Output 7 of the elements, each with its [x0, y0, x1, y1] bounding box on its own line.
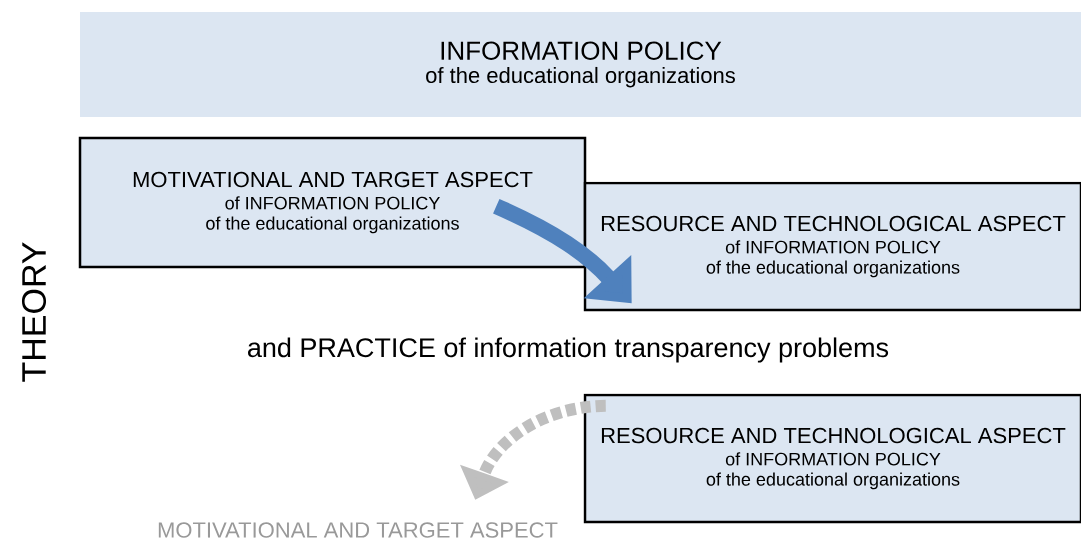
title-band: INFORMATION POLICY of the educational organizations — [80, 12, 1081, 117]
aspect-box: RESOURCE AND TECHNOLOGICAL ASPECT of INFORMATION POLICY of the educational organizations — [583, 393, 1081, 524]
practice-label: and PRACTICE of information transparency problems — [248, 337, 889, 363]
caption-text: MOTIVATIONAL AND TARGET ASPECT — [158, 522, 558, 538]
aspect-box: RESOURCE AND TECHNOLOGICAL ASPECT of INFORMATION POLICY of the educational organizations — [583, 181, 1081, 312]
aspect-box: MOTIVATIONAL AND TARGET ASPECT of INFORMATION POLICY of the educational organizations — [78, 136, 587, 269]
theory-label: THEORY — [21, 242, 47, 382]
